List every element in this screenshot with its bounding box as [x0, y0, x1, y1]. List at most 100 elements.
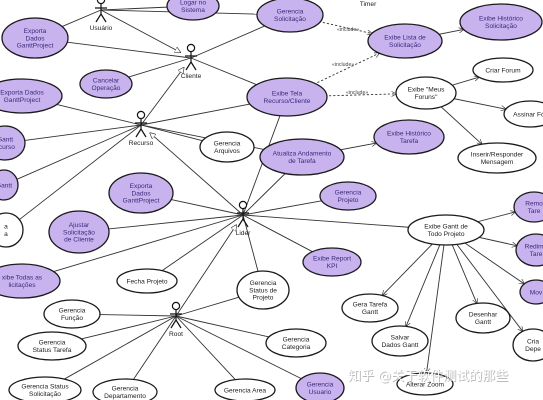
use-case-move-partial: Mov	[519, 279, 543, 305]
use-case-ellipse	[373, 119, 445, 155]
use-case-ellipse	[0, 212, 24, 248]
actor-head-icon	[171, 301, 181, 311]
use-case-label: Solicitação	[63, 229, 95, 236]
use-case-label: GanttProject	[123, 198, 160, 205]
use-case-label: GanttProject	[4, 97, 41, 104]
use-case-gantt-recurso: Ganttecurso	[0, 125, 26, 161]
association-line	[81, 315, 177, 340]
use-case-label: Exibe Histórico	[387, 131, 431, 138]
use-case-label: Remo	[525, 201, 543, 208]
use-case-ellipse	[295, 372, 345, 400]
use-case-label: Atualiza Andamento	[273, 151, 332, 158]
use-case-label: Ajustar	[69, 222, 90, 229]
use-case-label: licitações	[8, 282, 36, 289]
include-label: «include»	[332, 62, 354, 68]
use-case-ellipse	[371, 325, 429, 357]
use-case-ellipse	[92, 378, 158, 400]
use-case-label: Solicitação	[274, 16, 306, 23]
use-case-ellipse	[108, 172, 174, 214]
use-case-label: Operação	[92, 85, 121, 92]
association-line	[108, 214, 244, 230]
use-case-label: Assinar Fór	[513, 111, 543, 118]
use-case-label: Projeto	[253, 295, 274, 302]
association-line	[175, 315, 236, 380]
actor-root: Root	[169, 301, 183, 338]
actor-head-icon	[96, 0, 106, 5]
association-line	[64, 315, 177, 380]
use-case-ellipse	[236, 270, 290, 310]
association-line	[242, 173, 286, 216]
association-line	[140, 68, 184, 126]
use-case-label: Categoria	[282, 344, 311, 351]
use-case-label: Mov	[530, 289, 543, 296]
use-case-ellipse	[48, 210, 110, 254]
use-case-label: Usuario	[309, 389, 332, 396]
use-case-label: Exporta Dados	[0, 90, 44, 97]
use-case-label: Gantt	[362, 309, 378, 316]
use-case-gerencia-area: Gerencia Area	[214, 378, 276, 400]
actor-cliente: Cliente	[181, 43, 202, 80]
association-line	[16, 124, 142, 180]
association-line	[242, 214, 313, 253]
use-case-ellipse	[214, 378, 276, 400]
use-case-label: Solicitação	[485, 23, 517, 30]
use-case-label: Inserir/Responder	[471, 152, 524, 159]
actor-lider: Lider	[236, 200, 251, 237]
association-line	[140, 103, 250, 126]
use-case-ellipse	[515, 233, 543, 267]
use-case-label: Arquivos	[214, 148, 240, 155]
use-case-ellipse	[455, 302, 511, 334]
use-case-label: Gerencia	[283, 337, 310, 344]
use-case-label: Gerencia Status	[21, 384, 69, 391]
use-case-ellipse	[17, 331, 87, 361]
use-case-label: Mensagem	[481, 159, 514, 166]
use-case-label: Desenhar	[469, 312, 498, 319]
use-case-ellipse	[0, 169, 19, 201]
association-line	[56, 104, 142, 126]
actor-body-icon	[170, 309, 182, 329]
use-case-label: Solicitação	[389, 42, 421, 49]
association-line	[190, 25, 265, 59]
association-line	[161, 214, 244, 271]
use-case-label: Departamento	[104, 393, 146, 400]
use-case-label: Gerencia	[307, 382, 334, 389]
association-line	[171, 199, 244, 216]
association-line	[175, 296, 240, 317]
use-case-label: xibe Todas as	[2, 275, 43, 282]
actor-body-icon	[185, 51, 197, 71]
use-case-label: Gerencia	[59, 308, 86, 315]
use-case-label: Gerencia	[39, 340, 66, 347]
association-line	[175, 315, 302, 380]
association-line	[99, 314, 177, 317]
association-line	[190, 57, 257, 86]
actor-head-icon	[136, 110, 146, 120]
use-case-ellipse	[459, 3, 543, 41]
use-case-ellipse	[341, 293, 399, 323]
association-line	[100, 6, 168, 11]
use-case-label: Função	[61, 315, 83, 322]
use-case-label: Exibe Tela	[272, 91, 303, 98]
use-case-label: Cancelar	[93, 78, 120, 85]
use-case-label: Gerencia	[335, 190, 362, 197]
use-case-ellipse	[199, 131, 255, 163]
use-case-label: Tare	[528, 208, 541, 215]
use-case-ellipse	[302, 247, 362, 277]
use-case-label: Exibe "Meus	[408, 87, 445, 94]
association-line	[128, 57, 192, 78]
use-case-ellipse	[246, 77, 328, 117]
association-line	[67, 41, 192, 59]
use-case-ellipse	[472, 57, 534, 83]
use-case-label: a	[4, 231, 8, 238]
association-line	[24, 124, 142, 141]
use-case-criar-forum: Criar Forum	[472, 57, 534, 83]
